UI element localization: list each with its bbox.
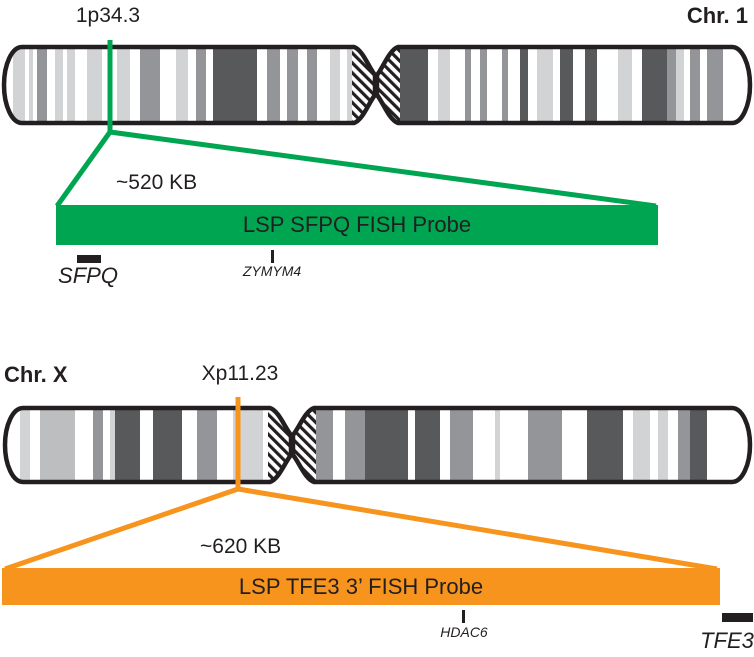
chrx-ideogram: [2, 405, 753, 485]
zymym4-gene-label: ZYMYM4: [242, 263, 302, 279]
chr1-title: Chr. 1: [686, 3, 748, 28]
sfpq-fish-probe-bar: LSP SFPQ FISH Probe: [56, 205, 658, 245]
tfe3-probe-label: LSP TFE3 3’ FISH Probe: [238, 573, 484, 599]
tfe3-gene-marker: [722, 613, 753, 622]
chr1-probe-size-label: ~520 KB: [116, 171, 198, 194]
hdac6-gene-tick: [462, 610, 465, 623]
chr1-locus-label: 1p34.3: [75, 4, 141, 27]
tfe3-fish-probe-bar: LSP TFE3 3’ FISH Probe: [2, 568, 720, 605]
zymym4-gene-tick: [271, 250, 274, 263]
sfpq-probe-label: LSP SFPQ FISH Probe: [242, 212, 472, 237]
chr1-funnel: [54, 40, 657, 209]
tfe3-gene-label: TFE3: [700, 628, 754, 653]
chrx-funnel: [4, 397, 718, 572]
chr1-ideogram: [1, 44, 753, 126]
chrx-title: Chr. X: [4, 362, 68, 387]
chrx-locus-label: Xp11.23: [201, 362, 279, 385]
chrx-probe-size-label: ~620 KB: [200, 535, 282, 558]
sfpq-gene-marker: [77, 255, 101, 263]
sfpq-gene-label: SFPQ: [58, 263, 118, 288]
hdac6-gene-label: HDAC6: [440, 624, 488, 640]
